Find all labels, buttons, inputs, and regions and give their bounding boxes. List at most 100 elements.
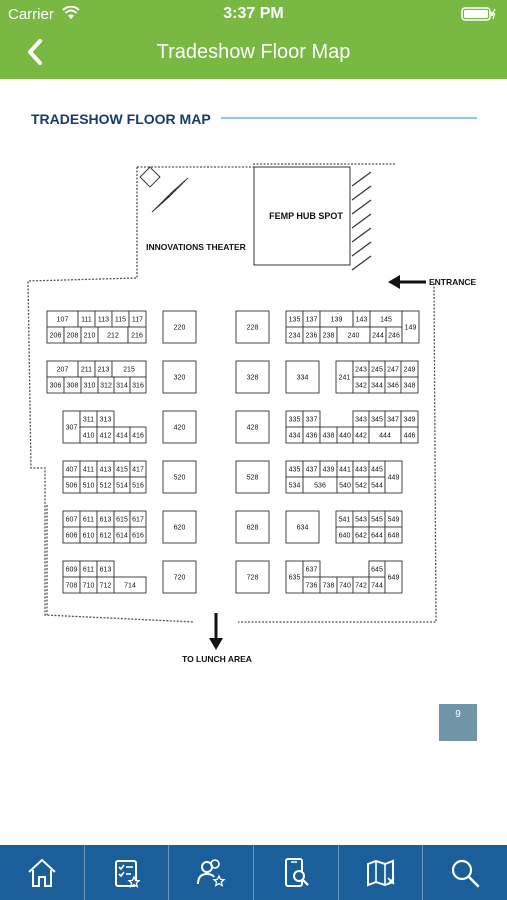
booth[interactable]: 249	[400, 360, 419, 378]
booth[interactable]: 420	[162, 410, 197, 444]
booth[interactable]: 736	[302, 576, 321, 594]
booth[interactable]: 516	[129, 476, 147, 494]
booth[interactable]: 437	[302, 460, 321, 478]
booth[interactable]: 609	[62, 560, 81, 578]
booth[interactable]: 416	[129, 426, 147, 444]
booth[interactable]: 246	[385, 326, 403, 344]
booth[interactable]: 439	[319, 460, 338, 478]
booth[interactable]: 411	[79, 460, 98, 478]
booth[interactable]: 113	[94, 310, 113, 328]
booth[interactable]: 207	[46, 360, 79, 378]
booth[interactable]: 728	[235, 560, 270, 594]
tab-attendees[interactable]	[169, 845, 255, 900]
booth[interactable]: 642	[352, 526, 370, 544]
booth[interactable]: 247	[384, 360, 402, 378]
booth[interactable]: 434	[285, 426, 304, 444]
booth[interactable]: 614	[113, 526, 131, 544]
floor-map[interactable]: TRADESHOW FLOOR MAP INNOVATIONS THEATER …	[0, 80, 507, 845]
booth[interactable]: 634	[285, 510, 320, 544]
booth[interactable]: 349	[400, 410, 419, 428]
booth[interactable]: 213	[94, 360, 113, 378]
booth[interactable]: 536	[302, 476, 338, 494]
booth[interactable]: 613	[96, 560, 115, 578]
booth[interactable]: 615	[113, 510, 131, 528]
booth[interactable]: 542	[352, 476, 370, 494]
booth[interactable]: 236	[302, 326, 321, 344]
booth[interactable]: 107	[46, 310, 79, 328]
booth[interactable]: 211	[77, 360, 96, 378]
booth[interactable]: 428	[235, 410, 270, 444]
booth[interactable]: 220	[162, 310, 197, 344]
booth[interactable]: 445	[368, 460, 386, 478]
booth[interactable]: 436	[302, 426, 321, 444]
booth[interactable]: 438	[319, 426, 338, 444]
booth[interactable]: 742	[352, 576, 370, 594]
booth[interactable]: 334	[285, 360, 320, 394]
booth[interactable]: 520	[162, 460, 197, 494]
booth[interactable]: 310	[80, 376, 99, 394]
booth[interactable]: 145	[369, 310, 403, 328]
tab-agenda[interactable]	[85, 845, 170, 900]
booth[interactable]: 710	[79, 576, 98, 594]
tab-search[interactable]	[423, 845, 507, 900]
booth[interactable]: 139	[319, 310, 354, 328]
booth[interactable]: 506	[62, 476, 81, 494]
booth[interactable]: 143	[352, 310, 371, 328]
booth[interactable]: 117	[128, 310, 147, 328]
booth[interactable]: 440	[336, 426, 354, 444]
booth[interactable]: 620	[162, 510, 197, 544]
booth[interactable]: 410	[79, 426, 98, 444]
booth[interactable]: 328	[235, 360, 270, 394]
booth[interactable]: 346	[384, 376, 402, 394]
tab-map[interactable]	[339, 845, 424, 900]
tab-home[interactable]	[0, 845, 85, 900]
booth[interactable]: 544	[368, 476, 386, 494]
booth[interactable]: 311	[79, 410, 98, 428]
booth[interactable]: 611	[79, 510, 98, 528]
booth[interactable]: 215	[111, 360, 147, 378]
booth[interactable]: 135	[285, 310, 304, 328]
booth[interactable]: 316	[129, 376, 147, 394]
booth[interactable]: 206	[46, 326, 65, 344]
booth[interactable]: 413	[96, 460, 115, 478]
booth[interactable]: 607	[62, 510, 81, 528]
booth[interactable]: 234	[285, 326, 304, 344]
booth[interactable]: 407	[62, 460, 81, 478]
booth[interactable]: 543	[352, 510, 370, 528]
booth[interactable]: 417	[129, 460, 147, 478]
booth[interactable]: 738	[319, 576, 338, 594]
booth[interactable]: 617	[129, 510, 147, 528]
booth[interactable]: 610	[79, 526, 98, 544]
booth[interactable]: 343	[352, 410, 370, 428]
booth[interactable]: 313	[96, 410, 115, 428]
booth[interactable]: 612	[96, 526, 115, 544]
booth[interactable]: 640	[335, 526, 354, 544]
booth[interactable]: 549	[384, 510, 403, 528]
booth[interactable]: 510	[79, 476, 98, 494]
booth[interactable]: 238	[319, 326, 338, 344]
booth[interactable]: 212	[97, 326, 129, 344]
booth[interactable]: 245	[368, 360, 386, 378]
booth[interactable]: 111	[77, 310, 96, 328]
booth[interactable]: 606	[62, 526, 81, 544]
tab-exhibitors[interactable]	[254, 845, 339, 900]
booth[interactable]: 449	[384, 460, 403, 494]
booth[interactable]: 441	[336, 460, 354, 478]
booth[interactable]: 345	[368, 410, 386, 428]
booth[interactable]: 342	[352, 376, 370, 394]
booth[interactable]: 528	[235, 460, 270, 494]
booth[interactable]: 649	[384, 560, 403, 594]
booth[interactable]: 240	[336, 326, 371, 344]
booth[interactable]: 545	[368, 510, 386, 528]
booth[interactable]: 244	[369, 326, 387, 344]
booth[interactable]: 414	[113, 426, 131, 444]
booth[interactable]: 216	[127, 326, 147, 344]
booth[interactable]: 314	[113, 376, 131, 394]
booth[interactable]: 714	[113, 576, 147, 594]
booth[interactable]: 228	[235, 310, 270, 344]
booth[interactable]: 744	[368, 576, 386, 594]
booth[interactable]: 137	[302, 310, 321, 328]
booth[interactable]: 446	[400, 426, 419, 444]
booth[interactable]: 308	[63, 376, 82, 394]
booth[interactable]: 312	[97, 376, 115, 394]
